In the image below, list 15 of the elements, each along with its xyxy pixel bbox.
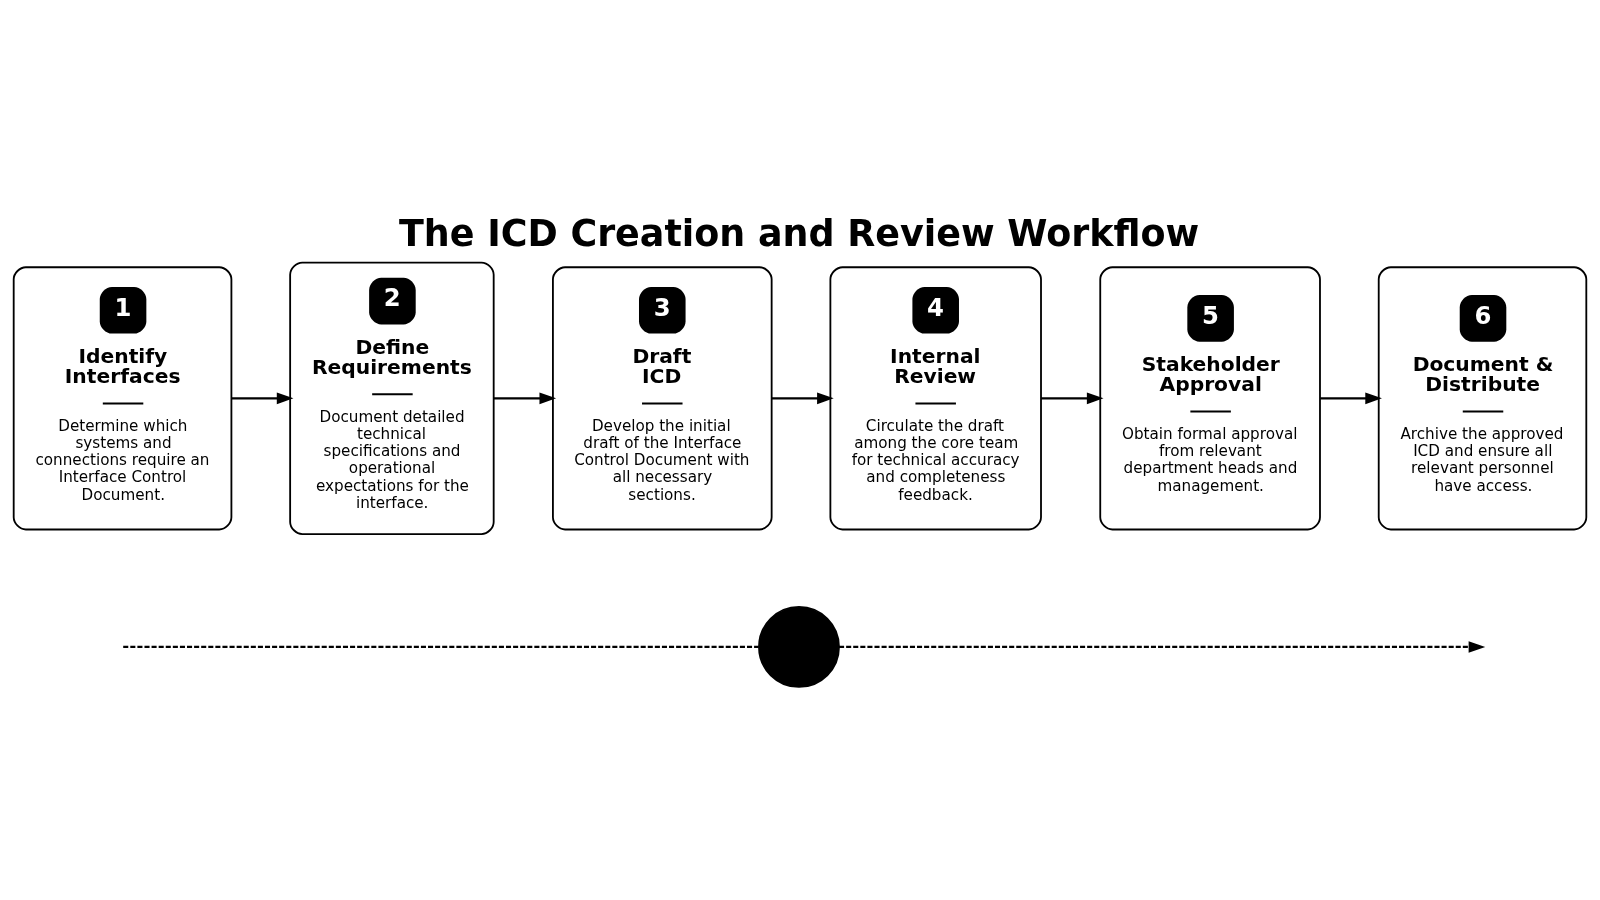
- arrow: [231, 392, 294, 404]
- arrow: [493, 392, 557, 404]
- arrow: [1041, 392, 1104, 404]
- arrow: [771, 392, 834, 404]
- node-circle: [758, 605, 840, 688]
- node-box: 1 Identify Interfaces Determine which systems and connections require an Interface Control Document.: [12, 265, 233, 530]
- connector: [123, 645, 759, 648]
- node-box: 6 Document & Distribute Archive the approved ICD and ensure all relevant personnel have access.: [1377, 265, 1588, 530]
- node-box: 5 Stakeholder Approval Obtain formal approval from relevant department heads and management.: [1099, 265, 1321, 530]
- arrow: [839, 640, 1486, 653]
- node-box: 2 Define Requirements Document detailed technical specifications and operational expectations for the interface.: [289, 261, 495, 535]
- diagram-title: The ICD Creation and Review Workflow: [399, 211, 1200, 255]
- node-box: 3 Draft ICD Develop the initial draft of the Interface Control Document with all necessary sections.: [552, 265, 773, 530]
- arrow: [1320, 392, 1382, 404]
- node-box: 4 Internal Review Circulate the draft among the core team for technical accuracy and completeness feedback.: [829, 265, 1042, 530]
